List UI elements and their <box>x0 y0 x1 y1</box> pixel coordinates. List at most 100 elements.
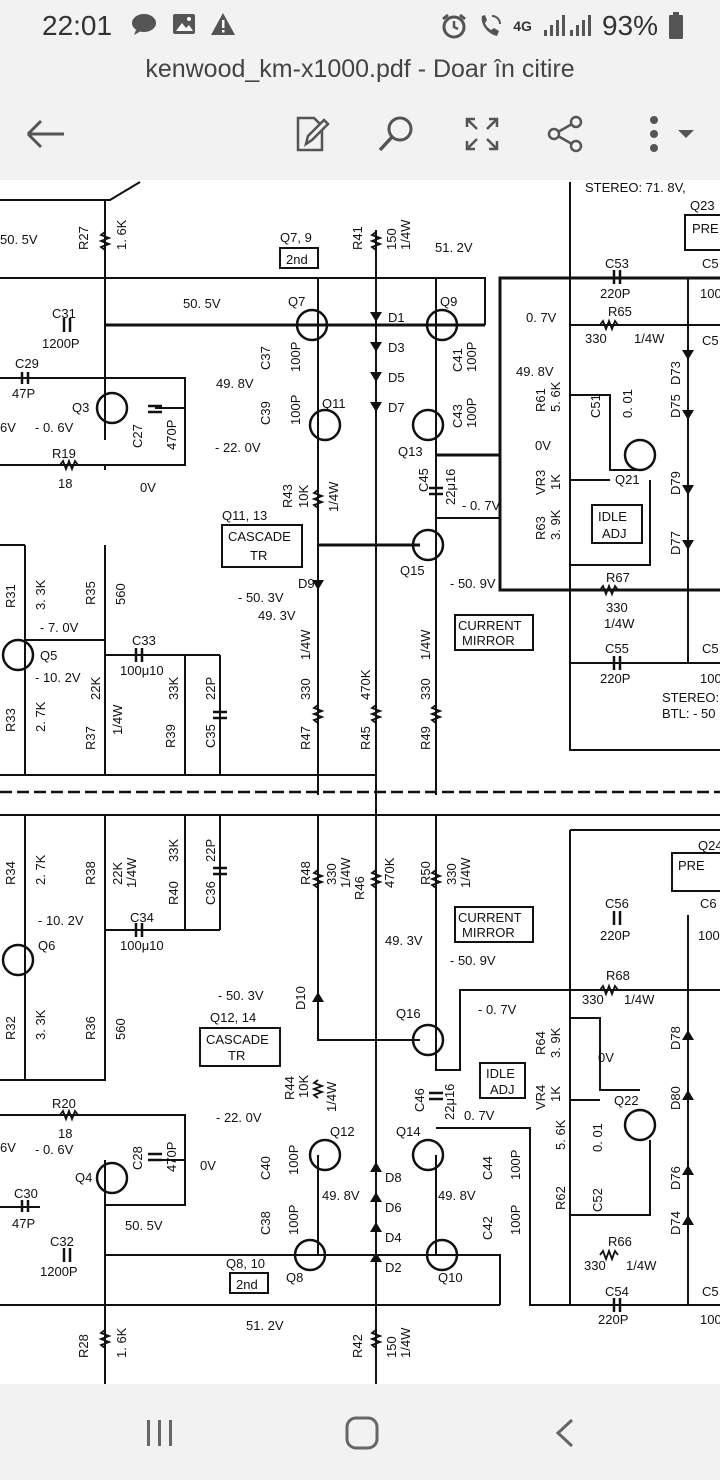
more-options-button[interactable] <box>630 110 700 158</box>
c31-value: 1200P <box>42 336 80 351</box>
home-button[interactable] <box>332 1408 392 1458</box>
v07-bot-label: 0. 7V <box>464 1108 495 1123</box>
stereo-top-label: STEREO: 71. 8V, <box>585 180 686 195</box>
r65-watt: 1/4W <box>634 331 665 346</box>
neg70-label: - 7. 0V <box>40 620 79 635</box>
r61-label: R61 <box>533 388 548 412</box>
pdf-page-view[interactable]: STEREO: 71. 8V, Q23 PRE 50. 5V R27 1. 6K… <box>0 180 720 1384</box>
c42-value: 100P <box>508 1205 523 1235</box>
c38-value: 100P <box>286 1205 301 1235</box>
c53-label: C53 <box>605 256 629 271</box>
q5-label: Q5 <box>40 648 57 663</box>
r68-value: 330 <box>582 992 604 1007</box>
c46-label: C46 <box>412 1088 427 1112</box>
c43-value: 100P <box>464 398 479 428</box>
r28-label: R28 <box>76 1334 91 1358</box>
c39-label: C39 <box>258 401 273 425</box>
r67-watt: 1/4W <box>604 616 635 631</box>
r42-label: R42 <box>350 1334 365 1358</box>
c27-label: C27 <box>130 424 145 448</box>
vr3-value: 1K <box>548 474 563 490</box>
q12-14-label: Q12, 14 <box>210 1010 256 1025</box>
share-button[interactable] <box>542 110 590 158</box>
r49-watt: 1/4W <box>418 629 433 660</box>
edit-pdf-button[interactable] <box>288 110 336 158</box>
v498-bot-right-label: 49. 8V <box>438 1188 476 1203</box>
r42-watt: 1/4W <box>398 1327 413 1358</box>
c52-value: 0. 01 <box>590 1123 605 1152</box>
cascade-top-label: CASCADE <box>228 529 291 544</box>
r50-label: R50 <box>418 861 433 885</box>
c27-value: 470P <box>164 420 179 450</box>
r43-label: R43 <box>280 484 295 508</box>
c45-value: 22μ16 <box>443 469 458 505</box>
fit-screen-icon <box>465 117 499 151</box>
r19-value: 18 <box>58 476 72 491</box>
d10-label: D10 <box>293 986 308 1010</box>
r44-label: R44 <box>282 1076 297 1100</box>
image-icon <box>173 14 195 34</box>
idle-bot-label: IDLE <box>486 1066 515 1081</box>
v505-mid-label: 50. 5V <box>183 296 221 311</box>
neg503-bot-label: - 50. 3V <box>218 988 264 1003</box>
q21-label: Q21 <box>615 472 640 487</box>
pre-top-label: PRE <box>692 221 719 236</box>
r67-label: R67 <box>606 570 630 585</box>
search-icon <box>378 116 413 152</box>
battery-level: 93% <box>601 10 658 41</box>
d79-label: D79 <box>668 471 683 495</box>
r48-watt: 1/4W <box>338 857 353 888</box>
d74-label: D74 <box>668 1211 683 1235</box>
r20-label: R20 <box>52 1096 76 1111</box>
v6-left-label: 6V <box>0 420 16 435</box>
r64-value: 3. 9K <box>548 1027 563 1058</box>
c35-label: C35 <box>203 724 218 748</box>
d8-label: D8 <box>385 1170 402 1185</box>
c32-value: 1200P <box>40 1264 78 1279</box>
chat-bubble-icon <box>132 14 156 35</box>
r27-label: R27 <box>76 226 91 250</box>
recent-apps-button[interactable] <box>130 1408 190 1458</box>
r48-value: 330 <box>324 863 339 885</box>
r49-value: 330 <box>418 678 433 700</box>
neg07-mid-label: - 0. 7V <box>462 498 501 513</box>
d4-label: D4 <box>385 1230 402 1245</box>
q7-label: Q7 <box>288 294 305 309</box>
neg07-bot-label: - 0. 7V <box>478 1002 517 1017</box>
r34-value: 2. 7K <box>33 854 48 885</box>
c44-value: 100P <box>508 1150 523 1180</box>
q7-9-label: Q7, 9 <box>280 230 312 245</box>
r40-label: R40 <box>166 881 181 905</box>
back-nav-button[interactable] <box>535 1408 595 1458</box>
diode-symbols <box>312 312 694 1262</box>
neg509-top-label: - 50. 9V <box>450 576 496 591</box>
neg503-top-label: - 50. 3V <box>238 590 284 605</box>
back-button[interactable] <box>22 110 70 158</box>
stereo-btl-label: STEREO: <box>662 690 719 705</box>
c34-label: C34 <box>130 910 154 925</box>
d6-label: D6 <box>385 1200 402 1215</box>
neg06-bot-label: - 0. 6V <box>35 1142 74 1157</box>
q16-label: Q16 <box>396 1006 421 1021</box>
c30-value: 47P <box>12 1216 35 1231</box>
c5-mid-label: C5 <box>702 333 719 348</box>
c41-value: 100P <box>464 342 479 372</box>
r44-watt: 1/4W <box>324 1081 339 1112</box>
fit-screen-button[interactable] <box>458 110 506 158</box>
r28-value: 1. 6K <box>114 1327 129 1358</box>
r39-value: 33K <box>166 677 181 700</box>
c52-label: C52 <box>590 1188 605 1212</box>
r34-label: R34 <box>3 861 18 885</box>
c44-label: C44 <box>480 1156 495 1180</box>
status-time: 22:01 <box>42 10 113 41</box>
toolbar <box>0 90 720 180</box>
q4-label: Q4 <box>75 1170 92 1185</box>
r36-value: 560 <box>113 1018 128 1040</box>
vr3-label: VR3 <box>533 470 548 495</box>
mirror-bot-label: MIRROR <box>462 925 515 940</box>
current-top-label: CURRENT <box>458 618 522 633</box>
c32-label: C32 <box>50 1234 74 1249</box>
search-button[interactable] <box>372 110 420 158</box>
second-top-label: 2nd <box>286 252 308 267</box>
r40-value: 33K <box>166 839 181 862</box>
